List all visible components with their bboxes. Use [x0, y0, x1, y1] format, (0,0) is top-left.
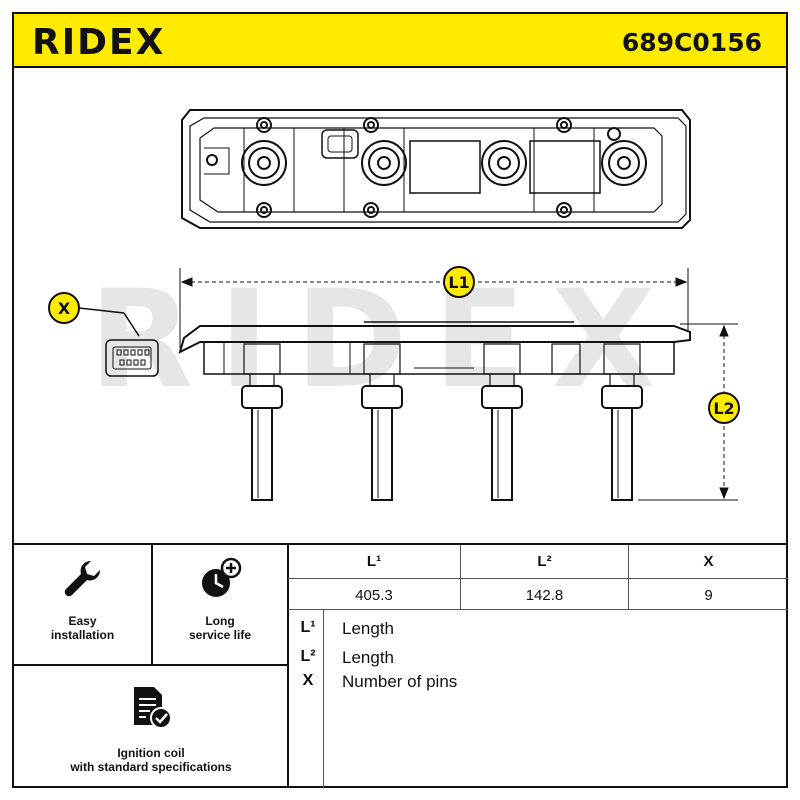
legend-text: Length	[342, 619, 394, 638]
feature-label: Easy	[68, 614, 97, 628]
feature-standard-specifications: Ignition coil with standard specificatio…	[14, 685, 288, 774]
divider	[287, 545, 289, 788]
dimension-l1	[179, 268, 689, 348]
wrench-icon	[64, 560, 100, 597]
legend-key: L¹	[300, 619, 316, 636]
divider	[151, 545, 153, 665]
feature-long-service-life: Long service life	[152, 557, 288, 642]
divider	[628, 545, 629, 609]
technical-drawing: RIDEX	[12, 68, 788, 544]
coil-top-view	[181, 109, 691, 229]
brand-logo: RIDEX	[32, 22, 166, 63]
spec-value-x: 9	[704, 587, 713, 604]
divider	[323, 609, 324, 788]
l2-badge-label: L2	[713, 399, 734, 418]
info-panel: Easy installation Long service life Igni…	[12, 543, 788, 788]
feature-label: with standard specifications	[70, 760, 232, 774]
coil-side-view	[178, 321, 691, 501]
document-check-icon	[134, 687, 172, 729]
connector-callout	[78, 307, 159, 377]
x-badge-label: X	[58, 299, 71, 318]
header-bar: RIDEX 689C0156	[12, 12, 788, 68]
legend-text: Length	[342, 648, 394, 667]
spec-value-l2: 142.8	[525, 587, 564, 604]
legend-key: L²	[300, 648, 316, 665]
feature-label: Ignition coil	[117, 746, 185, 760]
feature-label: installation	[50, 628, 115, 642]
divider	[14, 664, 288, 666]
coil-drawing: RIDEX	[48, 109, 740, 501]
spec-header-l1: L¹	[366, 553, 382, 570]
legend: L¹ Length L² Length X Number of pins	[288, 609, 788, 788]
divider	[288, 609, 788, 610]
clock-plus-icon	[202, 557, 242, 597]
divider	[288, 578, 788, 579]
spec-value-l1: 405.3	[355, 587, 393, 604]
watermark-text: RIDEX	[89, 261, 682, 418]
divider	[460, 545, 461, 609]
l2-badge	[708, 392, 740, 424]
part-number: 689C0156	[621, 28, 762, 57]
l1-badge-label: L1	[448, 273, 469, 292]
spec-header-x: X	[703, 553, 714, 570]
legend-key: X	[302, 672, 314, 689]
l1-badge	[443, 266, 475, 298]
legend-text: Number of pins	[342, 672, 458, 691]
feature-label: service life	[188, 628, 252, 642]
spec-header-l2: L²	[537, 553, 552, 570]
feature-easy-installation: Easy installation	[14, 557, 151, 642]
feature-label: Long	[205, 614, 235, 628]
